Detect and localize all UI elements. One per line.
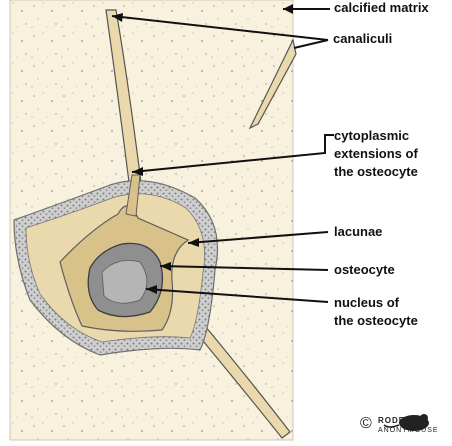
pointer-arrowheads [112, 4, 293, 294]
mouse-logo [383, 414, 429, 431]
pointer-canaliculi-a [111, 15, 329, 41]
canaliculus-right [248, 38, 297, 130]
copyright-symbol: © [360, 415, 372, 432]
label-cytoplasmic-line3: the osteocyte [334, 164, 418, 179]
pointer-lacunae [187, 231, 329, 244]
label-cytoplasmic-line2: extensions of [334, 146, 418, 161]
pointer-canaliculi-b [293, 39, 329, 49]
label-nucleus-line2: the osteocyte [334, 313, 418, 328]
canaliculus-lower-right [193, 318, 291, 439]
pointer-osteocyte [159, 265, 329, 271]
label-lacunae: lacunae [334, 224, 383, 239]
pointer-cytoplasmic [131, 134, 334, 173]
label-cytoplasmic-line1: cytoplasmic [334, 128, 410, 143]
label-calcified-matrix: calcified matrix [334, 0, 429, 15]
watermark-line1: RODENTS [378, 416, 425, 425]
label-canaliculi: canaliculi [333, 31, 393, 46]
pointer-nucleus [145, 288, 329, 303]
label-nucleus-line1: nucleus of [334, 295, 400, 310]
watermark-line2: ANONYMOUSE [378, 427, 439, 434]
label-osteocyte: osteocyte [334, 262, 395, 277]
